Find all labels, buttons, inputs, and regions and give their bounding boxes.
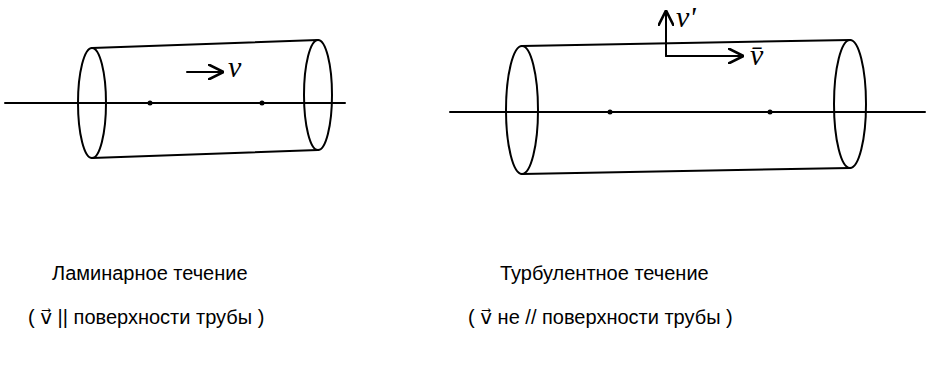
pipe-wall <box>92 40 318 48</box>
mean-velocity-arrow <box>666 55 742 57</box>
pipe-end <box>78 48 106 158</box>
caption-note: ( v⃗ || поверхности трубы ) <box>28 306 264 328</box>
axis-line <box>450 111 925 113</box>
axis-dot <box>769 111 772 114</box>
turbulent-pipe <box>450 12 925 174</box>
pipe-wall <box>92 150 318 158</box>
axis-line <box>5 102 345 104</box>
fluctuation-arrow <box>665 12 667 56</box>
pipe-end <box>506 46 538 174</box>
axis-dot <box>149 102 152 105</box>
laminar-pipe <box>5 40 345 158</box>
pipe-wall <box>522 40 850 46</box>
velocity-arrow <box>187 71 222 73</box>
caption-title: Ламинарное течение <box>52 262 248 284</box>
pipe-end <box>834 40 866 168</box>
axis-dot <box>261 102 264 105</box>
pipe-wall <box>522 168 850 174</box>
fluctuation-symbol: v' <box>676 0 696 33</box>
pipe-end <box>304 40 332 150</box>
caption-note: ( v⃗ не // поверхности трубы ) <box>468 306 733 328</box>
caption-title: Турбулентное течение <box>500 262 709 284</box>
axis-dot <box>609 111 612 114</box>
mean-velocity-symbol: v̄ <box>750 38 763 71</box>
velocity-symbol: v <box>228 50 241 83</box>
